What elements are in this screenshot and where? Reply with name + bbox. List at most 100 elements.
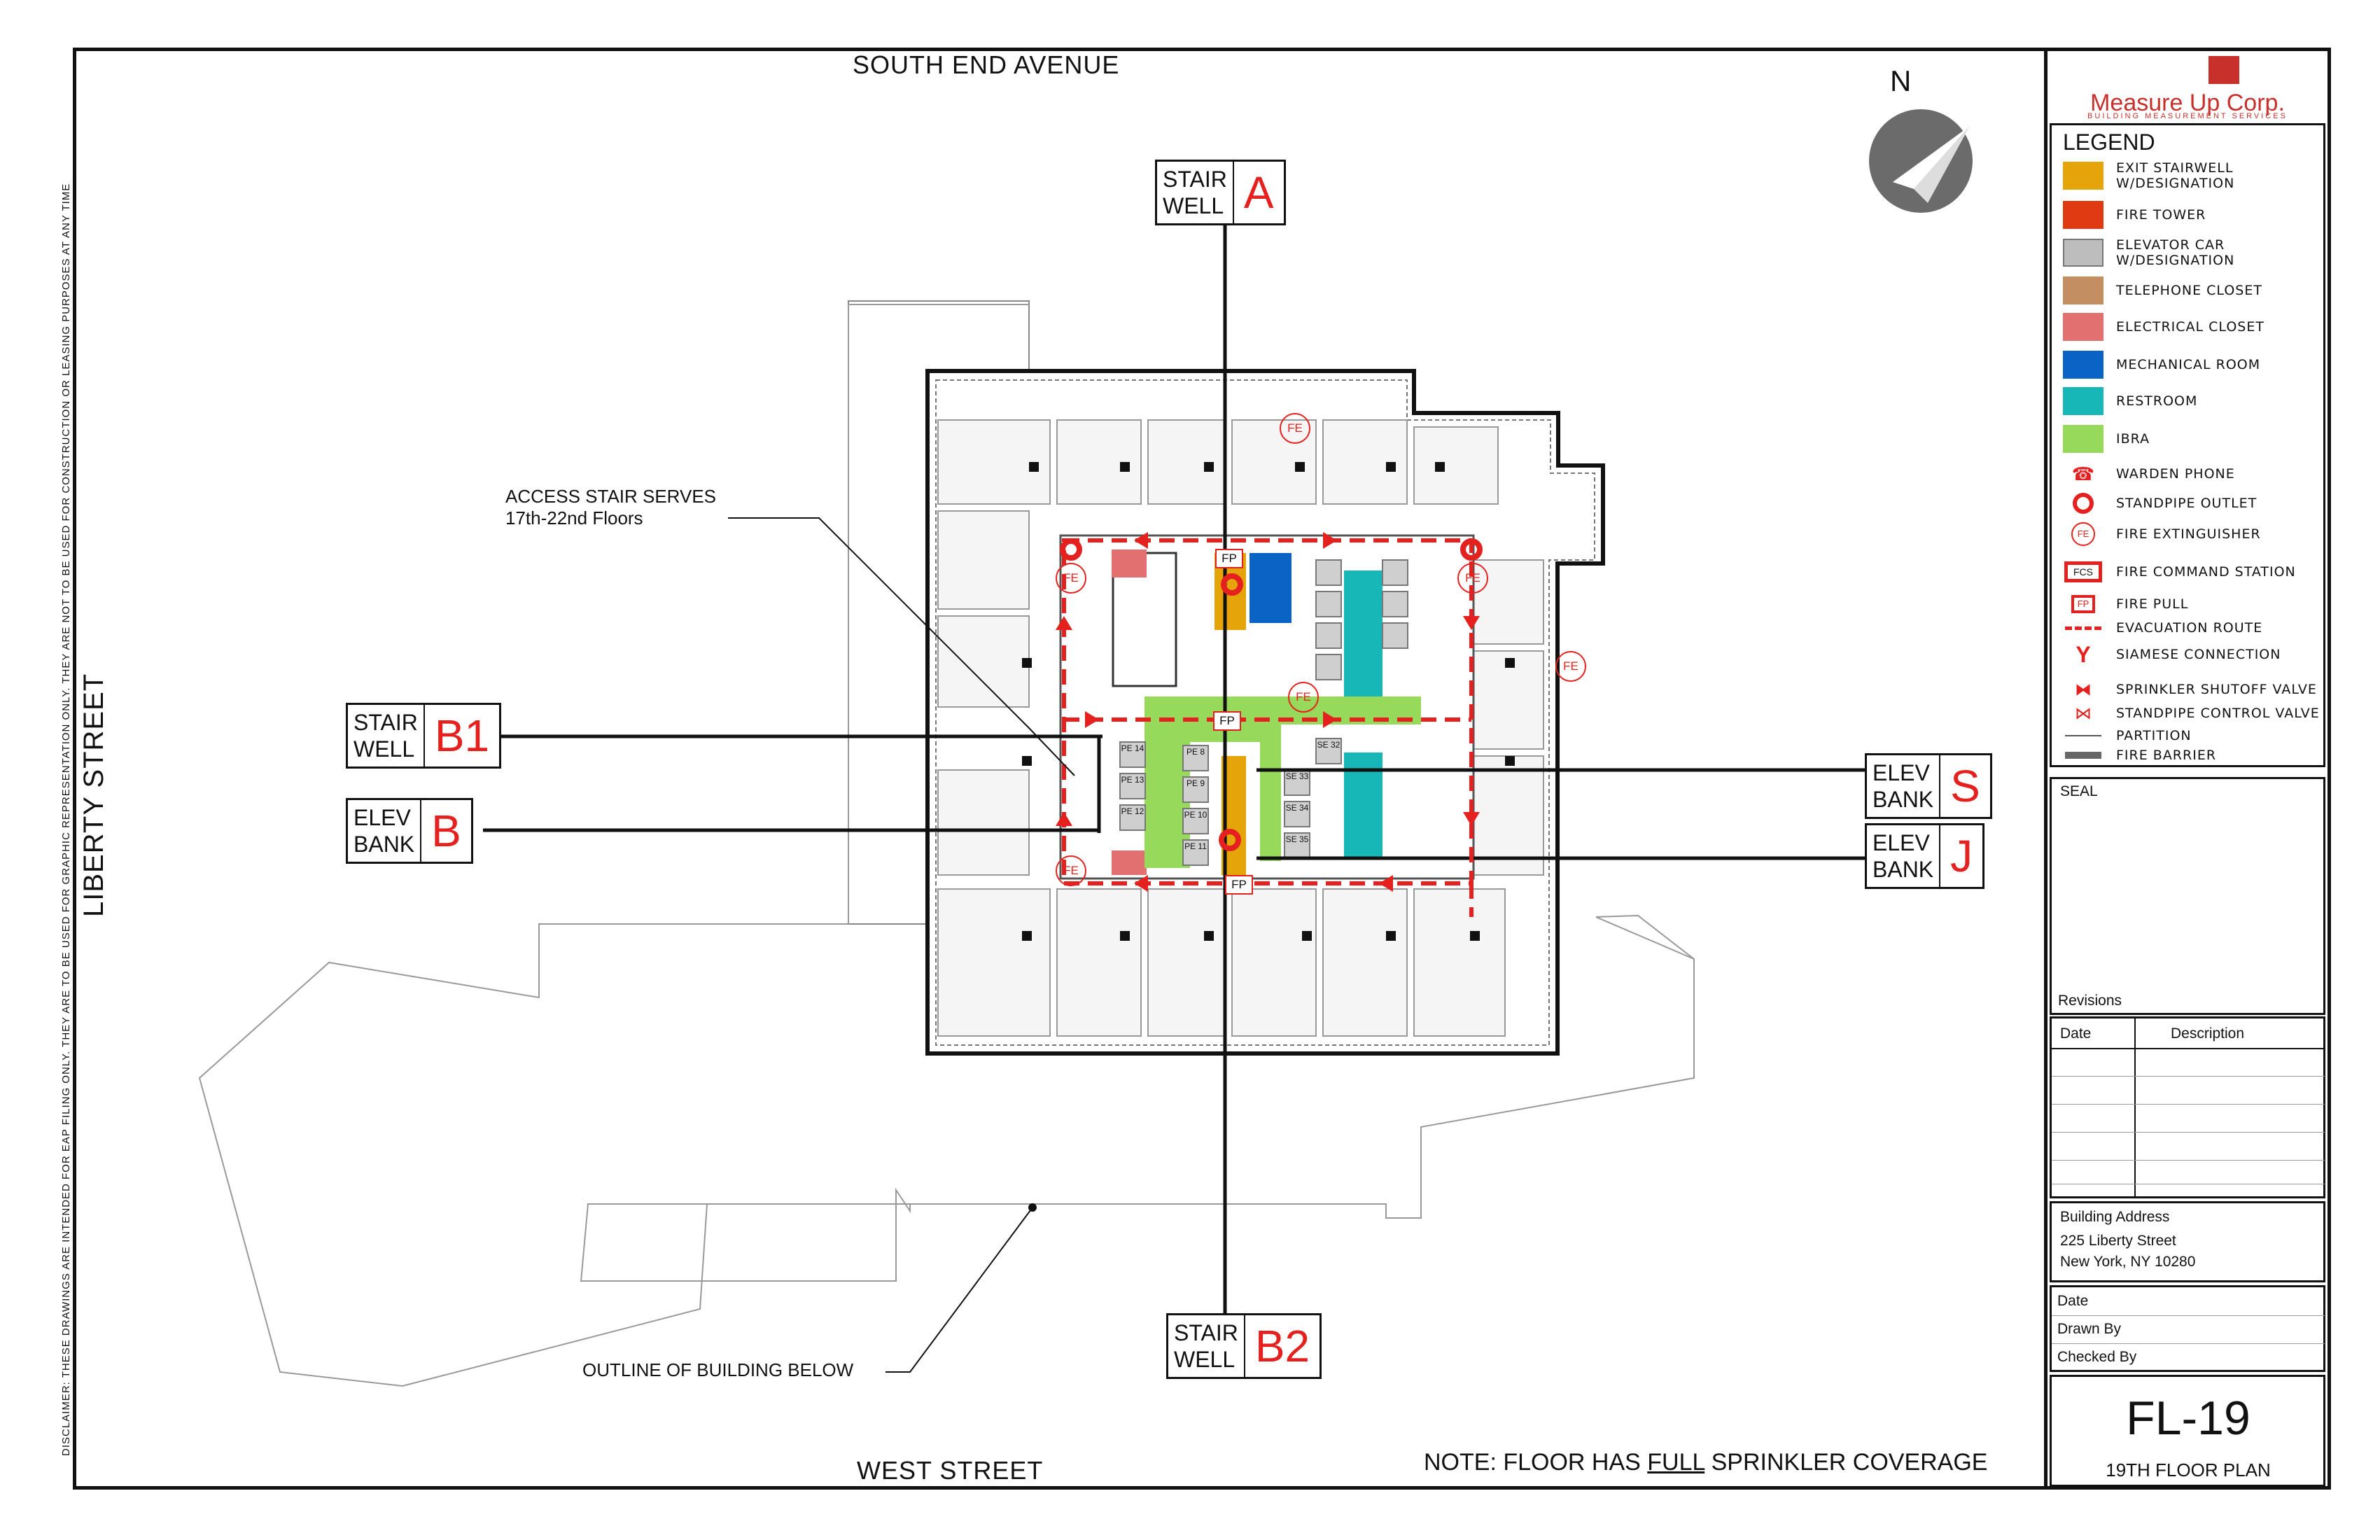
address-box: Building Address 225 Liberty Street New … bbox=[2050, 1201, 2325, 1282]
fire-extinguisher-icon: FE bbox=[1280, 413, 1310, 444]
legend-swatch bbox=[2063, 351, 2104, 379]
approval-box: Date Drawn By Checked By bbox=[2050, 1285, 2325, 1372]
evacuation-route-icon bbox=[2063, 614, 2104, 642]
legend-label: SPRINKLER SHUTOFF VALVE bbox=[2116, 682, 2317, 697]
legend-label: FIRE COMMAND STATION bbox=[2116, 564, 2296, 580]
fire-command-station-icon: FCS bbox=[2063, 558, 2104, 586]
legend-label: ELEVATOR CAR W/DESIGNATION bbox=[2116, 237, 2235, 268]
callout-word: STAIR bbox=[1174, 1320, 1238, 1345]
sheet-title: 19TH FLOOR PLAN bbox=[2106, 1460, 2271, 1480]
legend-swatch bbox=[2063, 313, 2104, 341]
callout-word: WELL bbox=[1174, 1347, 1236, 1372]
fire-extinguisher-icon: FE bbox=[1288, 682, 1319, 713]
legend-label: STANDPIPE OUTLET bbox=[2116, 496, 2258, 511]
drawn-by-label: Drawn By bbox=[2057, 1321, 2122, 1337]
floor-plan-drawing bbox=[198, 218, 1869, 1387]
legend-swatch bbox=[2063, 276, 2104, 304]
seal-box: SEAL bbox=[2050, 777, 2325, 1015]
title-block-column bbox=[2044, 48, 2331, 1490]
revisions-table: Date Description bbox=[2050, 1016, 2325, 1198]
legend-item: ⋈STANDPIPE CONTROL VALVE bbox=[2063, 698, 2320, 729]
access-stair-note-line: ACCESS STAIR SERVES bbox=[505, 486, 717, 507]
legend-label: PARTITION bbox=[2116, 728, 2192, 743]
callout-letter: B bbox=[431, 806, 461, 856]
fire-pull-icon: FP bbox=[1213, 711, 1241, 731]
legend-label: SIAMESE CONNECTION bbox=[2116, 647, 2281, 662]
legend-item: MECHANICAL ROOM bbox=[2063, 349, 2260, 380]
legend-label: FIRE PULL bbox=[2116, 596, 2189, 612]
legend-item: ☎ WARDEN PHONE bbox=[2063, 458, 2235, 489]
legend-label: MECHANICAL ROOM bbox=[2116, 357, 2261, 372]
callout-word: BANK bbox=[354, 832, 415, 857]
legend-label: WARDEN PHONE bbox=[2116, 466, 2235, 482]
date-label: Date bbox=[2057, 1293, 2089, 1309]
legend-swatch bbox=[2063, 425, 2104, 453]
north-label: N bbox=[1890, 64, 1912, 97]
standpipe-outlet-icon bbox=[2063, 489, 2104, 517]
street-label-north: SOUTH END AVENUE bbox=[853, 50, 1120, 79]
legend-item: STANDPIPE OUTLET bbox=[2063, 488, 2257, 519]
elevator-car-label: SE 32 bbox=[1317, 740, 1340, 750]
legend-label: RESTROOM bbox=[2116, 393, 2198, 409]
sprinkler-note-suffix: SPRINKLER COVERAGE bbox=[1704, 1449, 1988, 1476]
address-line-1: 225 Liberty Street bbox=[2060, 1233, 2176, 1249]
company-logo-icon bbox=[2208, 56, 2239, 84]
evacuation-route bbox=[1062, 538, 1474, 886]
legend-item: ELEVATOR CAR W/DESIGNATION bbox=[2063, 237, 2323, 268]
elevator-car-label: PE 14 bbox=[1121, 743, 1144, 753]
legend-swatch bbox=[2063, 162, 2104, 190]
callout-word: ELEV bbox=[354, 805, 411, 830]
sprinkler-note-emphasis: FULL bbox=[1647, 1449, 1705, 1476]
elevator-car-label: PE 11 bbox=[1184, 841, 1207, 851]
legend-item: EXIT STAIRWELL W/DESIGNATION bbox=[2063, 160, 2323, 191]
street-label-south: WEST STREET bbox=[857, 1456, 1044, 1485]
elevator-car-label: PE 12 bbox=[1121, 806, 1144, 816]
address-label: Building Address bbox=[2060, 1209, 2170, 1225]
standpipe-control-valve-icon: ⋈ bbox=[2075, 704, 2092, 723]
elevator-car-label: PE 13 bbox=[1121, 775, 1144, 785]
callout-letter: S bbox=[1950, 761, 1980, 811]
legend-item: ELECTRICAL CLOSET bbox=[2063, 312, 2264, 342]
access-stair-note-line: 17th-22nd Floors bbox=[505, 507, 643, 528]
legend-item: FIRE TOWER bbox=[2063, 200, 2206, 230]
legend-item: IBRA bbox=[2063, 424, 2150, 454]
fire-pull-icon: FP bbox=[1215, 549, 1243, 568]
fire-extinguisher-icon: FE bbox=[1457, 563, 1488, 594]
callout-word: BANK bbox=[1872, 787, 1934, 812]
legend-swatch bbox=[2063, 387, 2104, 415]
sprinkler-note-prefix: NOTE: FLOOR HAS bbox=[1424, 1449, 1648, 1476]
legend-label: FIRE EXTINGUISHER bbox=[2116, 526, 2261, 542]
legend-label: FIRE TOWER bbox=[2116, 207, 2206, 223]
callout-word: STAIR bbox=[354, 710, 418, 735]
legend-label: IBRA bbox=[2116, 431, 2150, 447]
callout-letter: B1 bbox=[434, 710, 490, 761]
callout-word: STAIR bbox=[1163, 167, 1227, 192]
sprinkler-shutoff-valve-icon: ⧓ bbox=[2075, 680, 2092, 699]
callout-letter: B2 bbox=[1254, 1321, 1310, 1371]
elevator-car-label: PE 10 bbox=[1184, 810, 1208, 820]
callout-word: WELL bbox=[354, 736, 415, 762]
legend-item: RESTROOM bbox=[2063, 386, 2197, 416]
electrical-closet bbox=[1112, 550, 1147, 578]
callout-letter: J bbox=[1950, 831, 1973, 881]
legend-item: EVACUATION ROUTE bbox=[2063, 612, 2262, 643]
revisions-col-date: Date bbox=[2060, 1026, 2092, 1042]
warden-phone-icon: ☎ bbox=[2071, 463, 2095, 484]
sheet-box: FL-19 19TH FLOOR PLAN bbox=[2050, 1375, 2325, 1487]
elevator-car-label: SE 34 bbox=[1285, 803, 1309, 813]
north-arrow-icon bbox=[1869, 109, 1973, 213]
legend-item: FIRE BARRIER bbox=[2063, 740, 2216, 771]
electrical-closet-2 bbox=[1112, 850, 1147, 875]
fire-extinguisher-icon: FE bbox=[1555, 651, 1586, 682]
outline-note: OUTLINE OF BUILDING BELOW bbox=[582, 1359, 854, 1380]
restroom bbox=[1344, 570, 1382, 696]
sheet-number: FL-19 bbox=[2126, 1392, 2250, 1445]
